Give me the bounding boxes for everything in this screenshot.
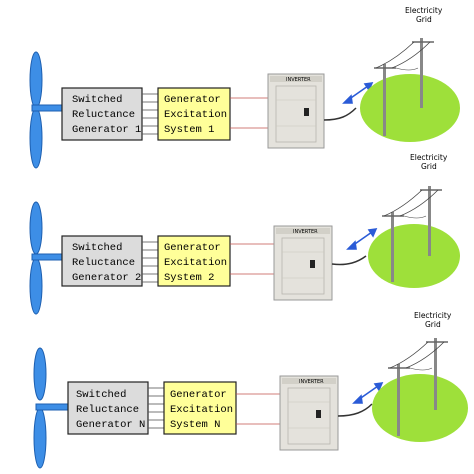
wind-turbine-3 xyxy=(33,347,69,469)
inverter-wires-3 xyxy=(236,393,280,425)
excitation-label-line-2: Excitation xyxy=(164,109,227,121)
srg-label-line-2: Reluctance xyxy=(76,404,139,416)
excitation-box-1: Generator Excitation System 1 xyxy=(157,87,231,141)
bidirectional-arrow-3 xyxy=(352,382,384,404)
bidirectional-arrow-2 xyxy=(346,228,378,250)
inverter-label: INVERTER xyxy=(293,229,318,235)
grid-cable-2 xyxy=(331,255,367,266)
wind-turbine-1 xyxy=(29,51,63,169)
system-row-3: Switched Reluctance Generator N Generato… xyxy=(33,311,468,469)
grid-label-line-1: Electricity xyxy=(410,153,448,162)
srg-label-line-1: Switched xyxy=(72,242,122,254)
grid-label-line-1: Electricity xyxy=(405,6,443,15)
srg-label-line-3: Generator N xyxy=(76,419,145,431)
srg-box-2: Switched Reluctance Generator 2 xyxy=(61,235,143,287)
excitation-label-line-1: Generator xyxy=(164,242,221,254)
grid-label-line-2: Grid xyxy=(425,320,441,329)
srg-box-1: Switched Reluctance Generator 1 xyxy=(61,87,143,141)
excitation-box-2: Generator Excitation System 2 xyxy=(157,235,231,287)
grid-label-line-2: Grid xyxy=(421,162,437,171)
inverter-1: INVERTER xyxy=(267,73,325,149)
wind-turbine-2 xyxy=(29,201,63,315)
excitation-label-line-3: System N xyxy=(170,419,220,431)
electricity-grid-1: Electricity Grid xyxy=(360,6,460,142)
inverter-3: INVERTER xyxy=(279,375,339,451)
srg-label-line-2: Reluctance xyxy=(72,109,135,121)
excitation-label-line-3: System 1 xyxy=(164,124,214,136)
grid-label-line-1: Electricity xyxy=(414,311,452,320)
inverter-wires-2 xyxy=(230,243,274,275)
bidirectional-arrow-1 xyxy=(342,82,374,104)
excitation-label-line-2: Excitation xyxy=(164,257,227,269)
srg-label-line-1: Switched xyxy=(72,94,122,106)
electricity-grid-3: Electricity Grid xyxy=(372,311,468,442)
inverter-2: INVERTER xyxy=(273,225,333,301)
excitation-label-line-3: System 2 xyxy=(164,272,214,284)
srg-label-line-3: Generator 2 xyxy=(72,272,141,284)
system-row-1: Switched Reluctance Generator 1 Generato… xyxy=(29,6,460,169)
excitation-label-line-1: Generator xyxy=(164,94,221,106)
inverter-wires-1 xyxy=(230,97,268,129)
grid-cable-1 xyxy=(323,107,357,121)
srg-label-line-3: Generator 1 xyxy=(72,124,141,136)
srg-box-3: Switched Reluctance Generator N xyxy=(67,381,149,435)
grid-label-line-2: Grid xyxy=(416,15,432,24)
system-row-2: Switched Reluctance Generator 2 Generato… xyxy=(29,153,460,315)
srg-connection-wires-2 xyxy=(142,241,158,283)
inverter-label: INVERTER xyxy=(299,379,324,385)
excitation-label-line-2: Excitation xyxy=(170,404,233,416)
excitation-box-3: Generator Excitation System N xyxy=(163,381,237,435)
electricity-grid-2: Electricity Grid xyxy=(368,153,460,288)
srg-label-line-1: Switched xyxy=(76,389,126,401)
srg-connection-wires-1 xyxy=(142,93,158,135)
srg-label-line-2: Reluctance xyxy=(72,257,135,269)
srg-connection-wires-3 xyxy=(148,387,164,429)
grid-cable-3 xyxy=(337,403,373,417)
inverter-label: INVERTER xyxy=(286,77,311,83)
excitation-label-line-1: Generator xyxy=(170,389,227,401)
